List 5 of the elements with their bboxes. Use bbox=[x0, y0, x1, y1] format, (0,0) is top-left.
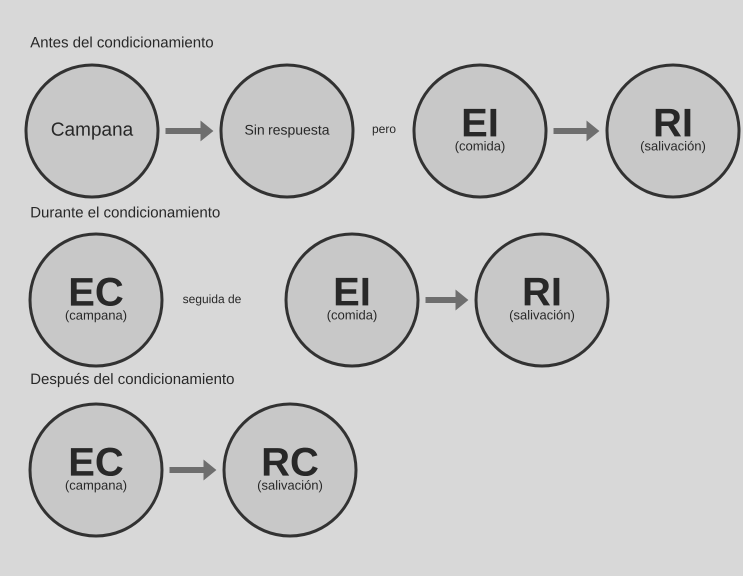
connector-word: seguida de bbox=[182, 294, 241, 306]
section-heading: Antes del condicionamiento bbox=[30, 36, 213, 48]
section-heading: Después del condicionamiento bbox=[31, 372, 234, 388]
section-heading: Durante el condicionamiento bbox=[31, 206, 220, 218]
connector-word: pero bbox=[372, 126, 396, 136]
